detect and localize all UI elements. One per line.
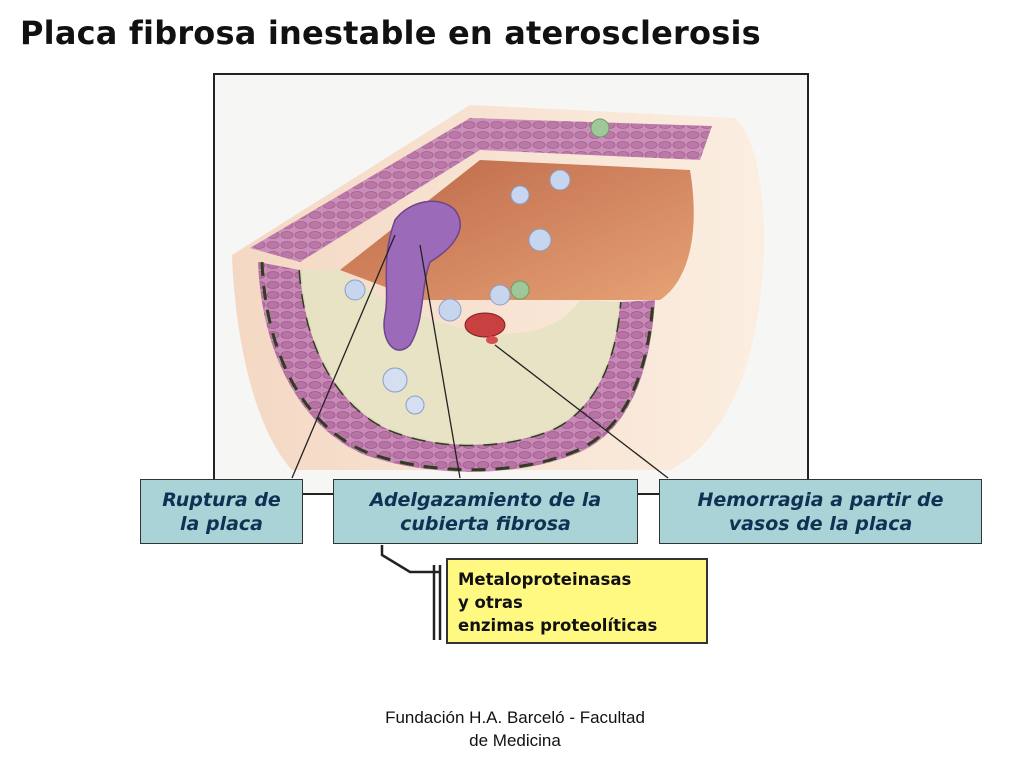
label-hemorragia-line-2: vasos de la placa	[728, 512, 913, 535]
label-ruptura-placa: Ruptura de la placa	[140, 479, 303, 544]
label-adelgazamiento-line-1: Adelgazamiento de la	[369, 488, 602, 511]
leader-line-hemorragia	[494, 344, 669, 479]
plaque-core	[300, 270, 620, 445]
media-layer-cross-section	[258, 262, 655, 472]
label-hemorragia: Hemorragia a partir de vasos de la placa	[659, 479, 982, 544]
label-hemorragia-line-1: Hemorragia a partir de	[697, 488, 944, 511]
hemorrhage	[464, 312, 506, 338]
enzyme-box: Metaloproteinasas y otras enzimas proteo…	[446, 558, 708, 644]
footer-line-1: Fundación H.A. Barceló - Facultad	[385, 708, 645, 727]
leader-line-ruptura	[291, 234, 396, 479]
foam-cells	[344, 118, 610, 415]
media-layer-top	[250, 118, 712, 262]
page-title: Placa fibrosa inestable en aterosclerosi…	[20, 14, 761, 52]
enzyme-line-3: enzimas proteolíticas	[458, 616, 658, 635]
label-adelgazamiento-line-2: cubierta fibrosa	[400, 512, 571, 535]
label-adelgazamiento: Adelgazamiento de la cubierta fibrosa	[333, 479, 638, 544]
enzyme-line-2: y otras	[458, 593, 523, 612]
footer-line-2: de Medicina	[469, 731, 561, 750]
label-ruptura-line-1: Ruptura de	[162, 488, 281, 511]
label-ruptura-line-2: la placa	[180, 512, 263, 535]
footer-credit: Fundación H.A. Barceló - Facultad de Med…	[340, 706, 690, 752]
leader-line-adelgazamiento	[419, 244, 461, 479]
enzyme-connector	[380, 545, 440, 574]
thrombus	[383, 200, 461, 351]
enzyme-line-1: Metaloproteinasas	[458, 570, 632, 589]
